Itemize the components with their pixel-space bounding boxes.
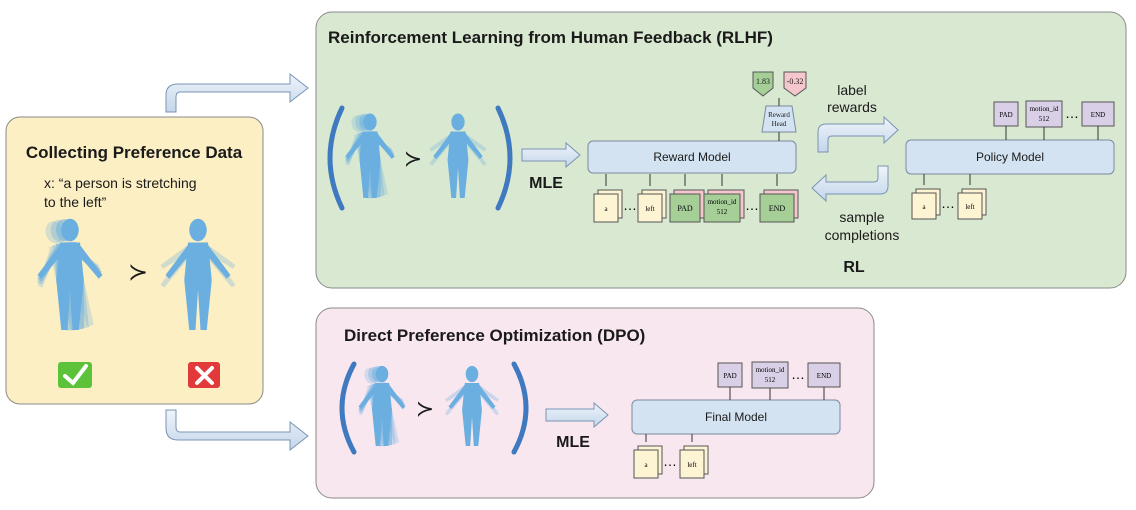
token-left xyxy=(637,193,663,223)
policy-out-end xyxy=(1081,101,1115,127)
token-pad-text: PAD xyxy=(677,204,692,213)
token-motion-id-num: 512 xyxy=(717,208,728,216)
policy-out-end-text: END xyxy=(1091,111,1105,119)
policy-in-left xyxy=(957,192,983,220)
collect-panel-bg xyxy=(5,116,264,405)
score-bad: -0.32 xyxy=(787,77,804,86)
rl-label: RL xyxy=(843,259,865,276)
policy-model-label: Policy Model xyxy=(976,150,1044,164)
policy-out-pad xyxy=(993,101,1019,127)
rlhf-title: Reinforcement Learning from Human Feedba… xyxy=(328,28,773,47)
token-a xyxy=(593,193,619,223)
token-a-text: a xyxy=(604,205,608,213)
final-out-end-text: END xyxy=(817,372,831,380)
token-left-text: left xyxy=(645,205,654,213)
collect-prompt-line2: to the left” xyxy=(44,194,107,210)
dpo-open-paren xyxy=(339,361,357,455)
reward-model-label: Reward Model xyxy=(653,150,730,164)
score-good: 1.83 xyxy=(756,77,770,86)
token-end-text: END xyxy=(769,204,786,213)
collect-title: Collecting Preference Data xyxy=(26,143,243,162)
dpo-mle-label: MLE xyxy=(556,434,590,451)
label-rewards-line1: label xyxy=(837,82,867,98)
final-in-a-text: a xyxy=(644,461,648,469)
collect-preference-symbol: ≻ xyxy=(128,259,148,286)
sample-completions-arrow xyxy=(811,165,889,203)
reward-head-line2: Head xyxy=(772,120,787,128)
final-in-left-text: left xyxy=(687,461,696,469)
token-motion-id xyxy=(703,193,741,223)
final-input-tokens: a … left xyxy=(633,434,709,479)
dpo-preference-symbol: ≻ xyxy=(416,396,434,421)
sample-completions-line2: completions xyxy=(825,227,900,243)
rlhf-mle-arrow xyxy=(521,141,581,169)
arrow-to-rlhf xyxy=(165,72,309,113)
final-out-end xyxy=(807,362,841,388)
score-bad-badge xyxy=(783,71,807,97)
final-out-ellipsis: … xyxy=(791,366,805,382)
check-icon xyxy=(58,362,92,388)
policy-output-tokens: PAD motion_id 512 … END xyxy=(993,100,1115,140)
final-model-label: Final Model xyxy=(705,410,767,424)
sample-completions-line1: sample xyxy=(839,209,884,225)
final-in-ellipsis: … xyxy=(663,453,677,469)
policy-in-a-text: a xyxy=(922,203,926,211)
label-rewards-line2: rewards xyxy=(827,99,877,115)
policy-out-ellipsis: … xyxy=(1065,105,1079,121)
policy-out-pad-text: PAD xyxy=(999,111,1012,119)
reward-input-tokens: a … left PAD motion_id 512 … END xyxy=(593,174,799,223)
token-motion-id-text: motion_id xyxy=(708,198,737,206)
arrow-to-dpo xyxy=(165,409,309,452)
token-ellipsis: … xyxy=(745,197,759,213)
policy-in-a xyxy=(911,192,937,220)
token-pad xyxy=(669,193,701,223)
dpo-mle-arrow xyxy=(545,401,609,429)
final-out-pad-text: PAD xyxy=(723,372,736,380)
policy-in-left-text: left xyxy=(965,203,974,211)
rlhf-panel: Reinforcement Learning from Human Feedba… xyxy=(315,11,1127,289)
dpo-close-paren xyxy=(511,361,529,455)
token-end xyxy=(759,193,795,223)
final-model-box xyxy=(631,399,841,435)
policy-input-tokens: a … left xyxy=(911,174,987,220)
label-rewards-arrow xyxy=(817,115,899,153)
final-output-tokens: PAD motion_id 512 … END xyxy=(717,361,841,400)
dpo-title: Direct Preference Optimization (DPO) xyxy=(344,326,645,345)
rlhf-mle-label: MLE xyxy=(529,175,563,192)
token-ellipsis: … xyxy=(623,197,637,213)
final-in-a xyxy=(633,449,659,479)
policy-out-motion-num: 512 xyxy=(1039,115,1050,123)
reward-head-box xyxy=(761,105,797,133)
rlhf-open-paren xyxy=(327,105,345,211)
policy-model-box xyxy=(905,139,1115,175)
final-out-motion-num: 512 xyxy=(765,376,776,384)
policy-out-motion-text: motion_id xyxy=(1030,105,1059,113)
dpo-panel-bg xyxy=(315,307,875,499)
cross-icon xyxy=(188,362,220,388)
policy-in-ellipsis: … xyxy=(941,195,955,211)
rlhf-preference-symbol: ≻ xyxy=(404,146,422,171)
final-in-left xyxy=(679,449,705,479)
reward-head-line1: Reward xyxy=(768,111,790,119)
score-good-badge xyxy=(752,71,774,97)
dpo-panel: Direct Preference Optimization (DPO) ≻ M… xyxy=(315,307,875,499)
collect-prompt-line1: x: “a person is stretching xyxy=(44,175,197,191)
final-out-motion-text: motion_id xyxy=(756,366,785,374)
reward-model-box xyxy=(587,140,797,174)
collect-panel: Collecting Preference Data x: “a person … xyxy=(5,116,264,405)
rlhf-close-paren xyxy=(495,105,513,211)
